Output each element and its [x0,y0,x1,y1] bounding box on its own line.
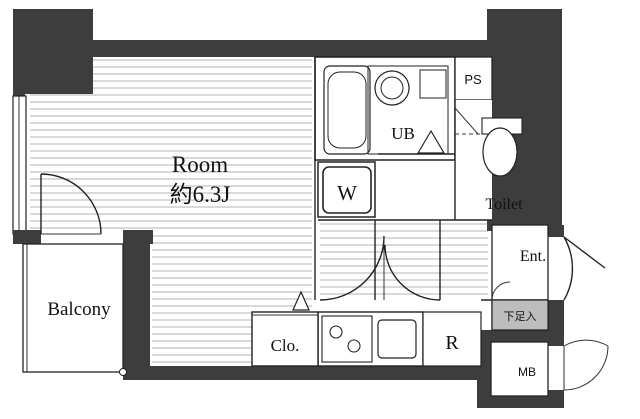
room-labels: Room 約6.3J UB PS W Toilet Ent. 下足入 Balco… [47,72,546,379]
shoe-box [491,299,549,331]
toilet-label: Toilet [485,196,523,213]
hall-floor-hatching [320,223,488,295]
bottom-wall [123,366,490,380]
closet [251,311,319,367]
room-size-label: 約6.3J [170,182,231,207]
left-pillar [13,9,93,94]
fridge-space [422,311,482,367]
unit-bath-label: UB [391,124,415,143]
washer-label: W [337,181,357,205]
pipe-space [454,56,493,101]
balcony-side-wall [123,240,150,378]
interior-partitions [251,56,609,397]
pipe-space-label: PS [464,72,482,87]
meter-box-label: MB [518,365,536,379]
balcony-label: Balcony [47,299,111,320]
balcony [22,173,127,376]
meter-box [490,341,549,397]
bath-sink [374,70,410,106]
entrance-label: Ent. [520,248,546,265]
bathtub [323,65,371,155]
closet-label: Clo. [271,336,300,355]
toilet-bowl [482,127,518,177]
top-wall [90,40,490,57]
shoe-box-label: 下足入 [504,311,537,323]
refrigerator-label: R [445,332,459,354]
balcony-wall-top [13,230,41,244]
mb-bottom-wall [477,396,564,408]
room-name-label: Room [172,152,228,177]
